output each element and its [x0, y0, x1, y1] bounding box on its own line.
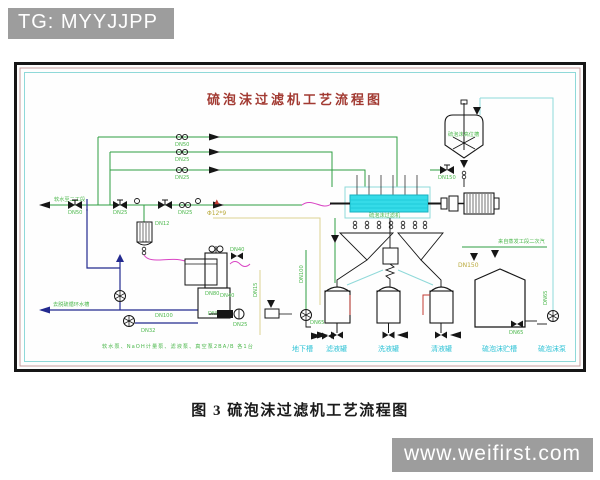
- receiver-2: 洗液罐: [376, 286, 408, 353]
- header-pipelines: DN50 DN25 DN25: [97, 133, 398, 205]
- discharge-lines: [336, 218, 442, 287]
- receiver-3: 清液罐: [422, 286, 461, 353]
- head-tank-label: 硫泡沫高位槽: [448, 130, 479, 138]
- dn-t1-pump-label: DN65: [310, 320, 324, 326]
- return-circuit: 去脱硫循环水槽 DN100 DN32: [39, 209, 198, 334]
- watermark: www.weifirst.com: [391, 438, 593, 472]
- storage-tank: 来自蒸发工段二次汽 DN150 硫泡沫贮槽 DN65 DN65 硫泡沫泵: [458, 97, 566, 353]
- dn-foam-riser-label: DN65: [543, 291, 549, 305]
- dosing-lines: Φ12*9: [207, 210, 321, 335]
- dn-line3-label: DN25: [175, 175, 189, 181]
- storage-tank-label: 硫泡沫贮槽: [482, 344, 517, 353]
- dn-line2-label: DN25: [175, 157, 189, 163]
- drum-label: 硫泡沫过滤机: [369, 211, 401, 219]
- inner-borders: [19, 67, 581, 367]
- to-circulation-label: 去脱硫循环水槽: [53, 300, 89, 308]
- equipment-note: 软水泵、NaOH计量泵、滤液泵、真空泵2BA/B 各1台: [102, 342, 254, 350]
- dn-vessel-top-label: DN40: [230, 247, 244, 253]
- center-pump: DN25 DN15: [209, 283, 292, 328]
- dn-t1-riser-label: DN100: [299, 265, 305, 283]
- dn-inlet2-label: DN25: [113, 210, 127, 216]
- steam-in-label: 来自蒸发工段二次汽: [498, 237, 546, 245]
- strainer-and-naoh-tank: DN12: [136, 205, 218, 286]
- receiver-1: 滤液罐: [214, 199, 351, 353]
- foam-pump-label: 硫泡沫泵: [538, 344, 566, 353]
- dn-pump-center-label: DN25: [233, 322, 247, 328]
- dn-pump-riser-label: DN15: [253, 283, 259, 297]
- receiver3-label: 清液罐: [431, 344, 452, 353]
- receiver1-label: 滤液罐: [326, 344, 347, 353]
- dn-line1-label: DN50: [175, 142, 189, 148]
- pipe-phi-label: Φ12*9: [207, 210, 226, 217]
- soft-water-header: 软水至二工段 DN50 DN25 DN25: [39, 195, 332, 216]
- dn-tank-inlet-label: DN150: [458, 262, 479, 269]
- filter-drum: 硫泡沫过滤机: [330, 175, 500, 261]
- dn-vessel-b-label: DN40: [220, 293, 234, 299]
- center-vessel: DN40 DN80 DN40 DN80: [197, 245, 251, 319]
- diagram-frame: 硫泡沫过滤机工艺流程图 DN50 DN25 DN25 软水至二工段 DN50 D…: [14, 62, 586, 372]
- diagram-title: 硫泡沫过滤机工艺流程图: [207, 92, 383, 108]
- telegram-badge: TG: MYYJJPP: [8, 8, 174, 39]
- figure-caption: 图 3 硫泡沫过滤机工艺流程图: [191, 403, 409, 419]
- dn-filter-label: DN12: [155, 221, 169, 227]
- dn-return1-label: DN100: [155, 313, 173, 319]
- receiver-tanks: 滤液罐 洗液罐 清液罐: [214, 199, 461, 353]
- dn-head-valve-label: DN150: [438, 175, 456, 181]
- underground-pump: DN100 DN65 地下槽: [292, 218, 339, 353]
- dn-storage-outlet-label: DN65: [509, 330, 523, 336]
- motor-fins: [466, 194, 492, 213]
- soft-water-label: 软水至二工段: [54, 195, 85, 203]
- dn-inlet-label: DN50: [68, 210, 82, 216]
- dn-inlet3-label: DN25: [178, 210, 192, 216]
- process-flow-diagram: 硫泡沫过滤机工艺流程图 DN50 DN25 DN25 软水至二工段 DN50 D…: [19, 67, 581, 367]
- dn-return2-label: DN32: [141, 328, 155, 334]
- head-tank: 硫泡沫高位槽 DN150: [430, 99, 484, 187]
- dn-vessel-a-label: DN80: [205, 291, 219, 297]
- left-tank-label: 地下槽: [292, 344, 313, 353]
- receiver2-label: 洗液罐: [378, 344, 399, 353]
